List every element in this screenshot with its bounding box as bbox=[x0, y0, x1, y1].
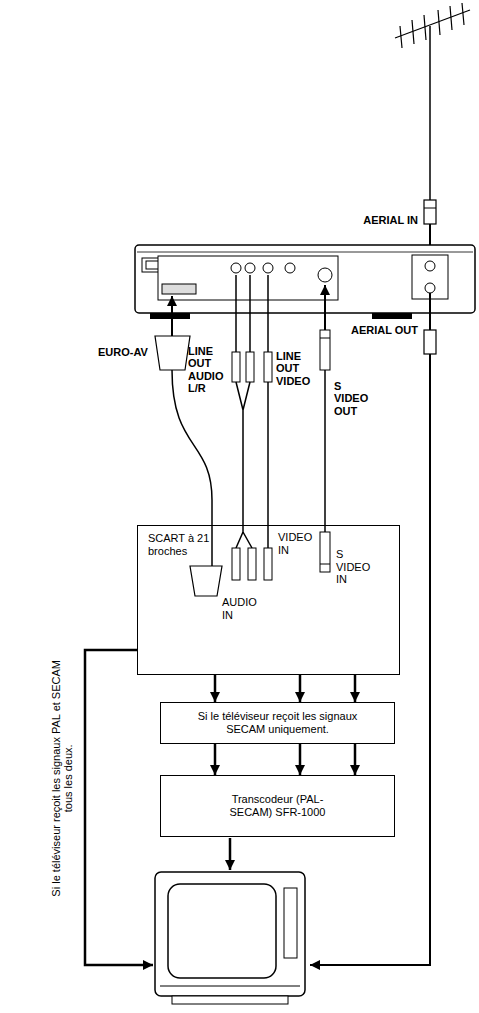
to-tv-arrow bbox=[229, 838, 232, 870]
antenna-element bbox=[438, 10, 440, 35]
rca-plug bbox=[232, 352, 240, 382]
player-foot bbox=[150, 313, 190, 319]
plug-ring bbox=[320, 338, 330, 339]
port-label: VIDEO IN bbox=[278, 531, 318, 556]
box-title: Transcodeur (PAL-SECAM) SFR-1000 bbox=[228, 793, 328, 818]
aerial-panel bbox=[412, 255, 448, 299]
audio-jack bbox=[245, 263, 255, 273]
flow-arrow bbox=[299, 744, 302, 775]
player-body bbox=[135, 245, 475, 313]
connector-label: LINE OUT AUDIO L/R bbox=[188, 345, 228, 394]
aerial-in-socket bbox=[425, 261, 435, 271]
flow-arrow bbox=[354, 675, 357, 702]
s-video-socket bbox=[318, 268, 332, 282]
aerial-out-lead bbox=[429, 293, 431, 330]
antenna-element bbox=[462, 3, 464, 25]
connector-label: LINE OUT VIDEO bbox=[276, 350, 316, 387]
s-video-plug bbox=[320, 330, 330, 370]
scart-socket bbox=[162, 284, 196, 294]
audio-lead bbox=[249, 275, 251, 352]
port-label: AUDIO IN bbox=[222, 596, 262, 621]
jack-panel bbox=[158, 256, 338, 300]
flow-arrow bbox=[299, 675, 302, 702]
video-cable bbox=[267, 382, 269, 548]
aerial-out-socket bbox=[425, 283, 435, 293]
process-box: Si le téléviseur reçoit les signaux SECA… bbox=[160, 702, 395, 744]
rca-plug bbox=[246, 352, 254, 382]
audio-lead bbox=[235, 275, 237, 352]
input-box: SCART à 21 brochesAUDIO IN VIDEO IN S VIDE… bbox=[137, 525, 400, 675]
s-video-cable bbox=[324, 370, 326, 532]
aerial-plug bbox=[424, 330, 436, 354]
rca-plug bbox=[232, 548, 240, 580]
direct-path-arrow bbox=[85, 650, 153, 965]
tv-base bbox=[172, 996, 288, 1004]
flow-arrow bbox=[214, 744, 217, 775]
video-lead bbox=[267, 275, 269, 352]
scart-arrow bbox=[171, 296, 173, 336]
aerial-cable bbox=[310, 354, 430, 965]
audio-jack bbox=[231, 263, 241, 273]
antenna-boom bbox=[395, 10, 470, 38]
s-video-plug bbox=[320, 532, 330, 572]
flow-arrow bbox=[354, 744, 357, 775]
process-box: Transcodeur (PAL-SECAM) SFR-1000 bbox=[160, 775, 395, 837]
port-label: S VIDEO IN bbox=[336, 548, 376, 586]
player-foot bbox=[372, 313, 412, 319]
plug-ring bbox=[424, 208, 436, 209]
flow-arrow bbox=[214, 675, 217, 702]
connector-label: EURO-AV bbox=[98, 346, 152, 358]
box-title: Si le téléviseur reçoit les signaux SECA… bbox=[193, 710, 363, 735]
rca-plug bbox=[264, 548, 272, 580]
aerial-plug bbox=[424, 200, 436, 224]
antenna-element bbox=[412, 20, 414, 44]
player-edge bbox=[137, 252, 473, 253]
antenna-element bbox=[400, 26, 402, 48]
connector-label: AERIAL IN bbox=[338, 214, 418, 226]
tv-body bbox=[155, 872, 305, 996]
scart-plug bbox=[155, 336, 190, 370]
box-title: SCART à 21 broches bbox=[148, 532, 210, 557]
side-note: Si le téléviseur reçoit les signaux PAL … bbox=[50, 648, 75, 908]
connector-label: S VIDEO OUT bbox=[334, 380, 374, 417]
connector-label: AERIAL OUT bbox=[338, 324, 418, 336]
rca-plug bbox=[264, 352, 272, 382]
jack bbox=[285, 263, 295, 273]
s-video-arrow bbox=[324, 285, 326, 330]
tv-screen bbox=[168, 884, 276, 978]
plug-ring bbox=[320, 564, 330, 565]
antenna-element bbox=[424, 15, 426, 40]
scart-plug bbox=[190, 566, 222, 596]
audio-cable bbox=[236, 382, 252, 548]
tv-trim bbox=[160, 986, 300, 987]
antenna bbox=[395, 3, 470, 200]
antenna-mast bbox=[429, 26, 431, 200]
tv-panel bbox=[284, 888, 297, 958]
antenna-element bbox=[450, 6, 452, 30]
video-jack bbox=[263, 263, 273, 273]
rca-plug bbox=[248, 548, 256, 580]
